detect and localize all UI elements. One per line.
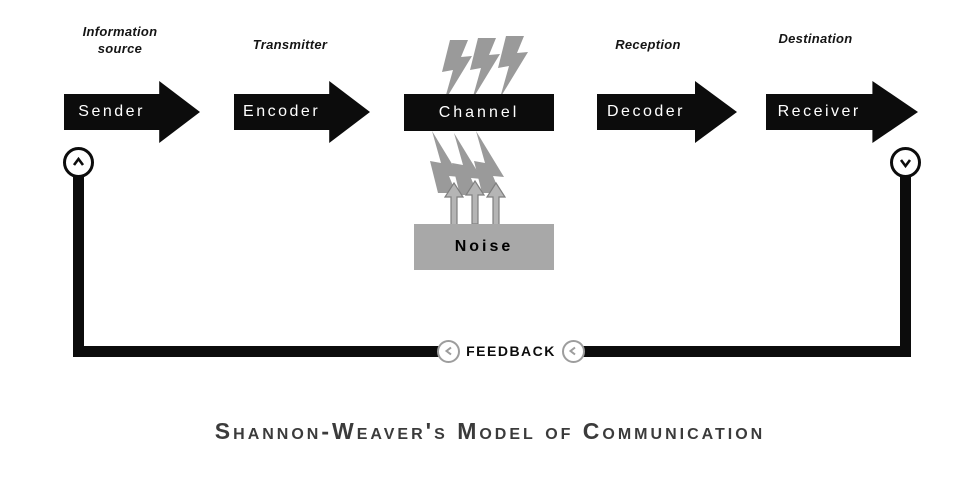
noise-arrow-up-icon <box>444 182 464 226</box>
noise-label: Noise <box>454 238 514 255</box>
noise-arrow-up-icon <box>486 182 506 226</box>
noise-arrow-up-icon <box>465 180 485 225</box>
lightning-bolt-icon <box>470 38 500 100</box>
feedback-left-arrow-icon <box>561 339 585 363</box>
diagram-title: Shannon-Weaver's Model of Communication <box>214 418 766 444</box>
decoder-arrow: Decoder <box>597 81 737 143</box>
decoder-label: Decoder <box>607 102 685 120</box>
chevron-down-icon <box>899 159 912 169</box>
feedback-label: FEEDBACK <box>466 343 556 359</box>
receiver-label: Receiver <box>777 102 861 120</box>
feedback-line-bottom-left <box>73 346 444 357</box>
noise-arrows <box>444 180 506 226</box>
chevron-up-icon <box>72 156 85 166</box>
chevron-left-icon <box>444 346 452 356</box>
feedback-line-right <box>900 174 911 357</box>
loop-up-arrow-icon <box>63 147 94 178</box>
label-destination: Destination <box>778 31 853 46</box>
chevron-left-icon <box>569 346 577 356</box>
encoder-arrow: Encoder <box>234 81 370 143</box>
encoder-label: Encoder <box>243 102 321 120</box>
receiver-arrow: Receiver <box>766 81 918 143</box>
feedback-line-bottom-right <box>578 346 911 357</box>
sender-arrow: Sender <box>64 81 200 143</box>
lightning-bolt-icon <box>442 40 472 102</box>
loop-down-arrow-icon <box>890 147 921 178</box>
interference-bolts-top <box>442 36 528 102</box>
noise-box: Noise <box>414 224 554 270</box>
sender-label: Sender <box>78 102 145 120</box>
label-reception: Reception <box>615 37 681 52</box>
lightning-bolt-icon <box>498 36 528 98</box>
feedback-group: FEEDBACK <box>437 337 585 365</box>
feedback-line-left <box>73 174 84 357</box>
channel-box: Channel <box>404 94 554 131</box>
channel-label: Channel <box>438 103 520 121</box>
feedback-left-arrow-icon <box>437 339 461 363</box>
label-information-source: Information source <box>82 24 158 56</box>
label-transmitter: Transmitter <box>252 37 328 52</box>
